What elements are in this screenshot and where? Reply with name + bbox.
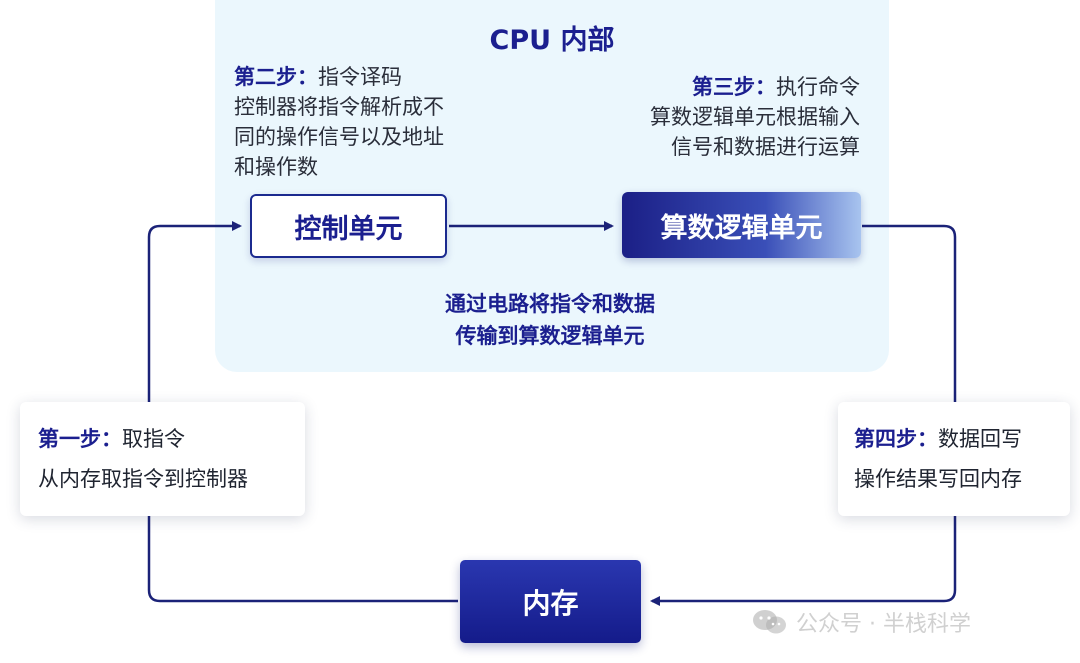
step1-head: 第一步： (38, 427, 122, 451)
transfer-text: 通过电路将指令和数据 传输到算数逻辑单元 (380, 288, 720, 352)
step1-desc: 从内存取指令到控制器 (38, 467, 248, 491)
step1-card: 第一步：取指令 从内存取指令到控制器 (20, 402, 305, 516)
step2-head: 第二步： (234, 65, 318, 89)
watermark-text: 公众号 · 半栈科学 (796, 612, 971, 637)
transfer-line: 通过电路将指令和数据 (445, 292, 655, 316)
control-unit-box: 控制单元 (250, 194, 447, 258)
cpu-panel (215, 0, 889, 372)
step4-head: 第四步： (854, 427, 938, 451)
step2-line: 和操作数 (234, 155, 318, 179)
step4-card: 第四步：数据回写 操作结果写回内存 (838, 402, 1070, 516)
step3-line: 信号和数据进行运算 (671, 135, 860, 159)
step3-head: 第三步： (692, 75, 776, 99)
step2-text: 第二步：指令译码 控制器将指令解析成不 同的操作信号以及地址 和操作数 (234, 62, 504, 182)
watermark: 公众号 · 半栈科学 (752, 606, 971, 638)
step2-line: 控制器将指令解析成不 (234, 95, 444, 119)
step2-line: 同的操作信号以及地址 (234, 125, 444, 149)
step3-line: 算数逻辑单元根据输入 (650, 105, 860, 129)
step2-title: 指令译码 (318, 65, 402, 89)
wechat-icon (752, 609, 788, 635)
step3-text: 第三步：执行命令 算数逻辑单元根据输入 信号和数据进行运算 (560, 72, 860, 162)
step4-title: 数据回写 (938, 427, 1022, 451)
step1-title: 取指令 (122, 427, 185, 451)
step3-title: 执行命令 (776, 75, 860, 99)
transfer-line: 传输到算数逻辑单元 (455, 324, 645, 348)
memory-box: 内存 (460, 560, 641, 643)
step4-desc: 操作结果写回内存 (854, 467, 1022, 491)
cpu-title: CPU 内部 (489, 25, 615, 56)
alu-box: 算数逻辑单元 (622, 192, 861, 258)
